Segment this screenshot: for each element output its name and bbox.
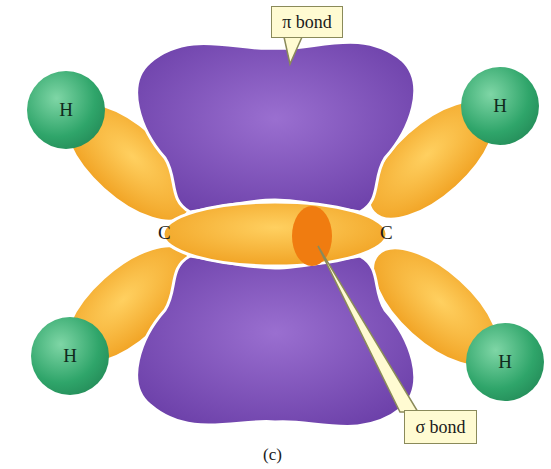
atom-symbol: H [59,99,73,121]
callout-box: σ bond [404,410,477,444]
callout-box: π bond [271,6,343,38]
hydrogen-atom: H [27,71,105,149]
callout-text: π bond [282,12,332,33]
hydrogen-atom: H [466,323,544,401]
figure-caption: (c) [263,445,282,465]
hydrogen-atom: H [31,317,109,395]
carbon-label: C [380,222,393,244]
callout-text: σ bond [415,417,465,438]
atom-symbol: H [63,345,77,367]
hydrogen-atom: H [461,67,539,145]
carbon-label: C [158,222,171,244]
atom-symbol: H [493,95,507,117]
atom-symbol: H [498,351,512,373]
